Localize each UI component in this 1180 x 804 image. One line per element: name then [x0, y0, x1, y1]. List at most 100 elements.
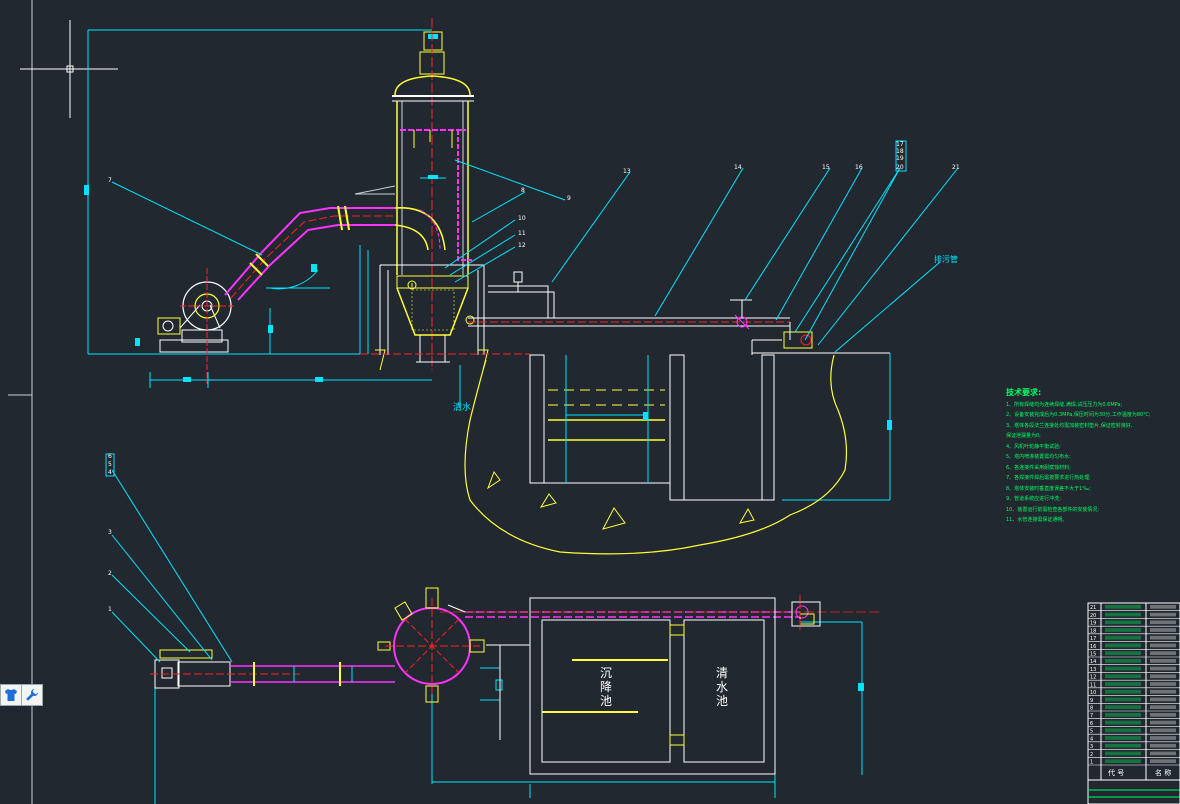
shirt-icon — [5, 689, 17, 701]
title-block-row-code — [1105, 751, 1141, 756]
part-number-1: 1 — [108, 606, 112, 613]
part-number-10: 10 — [518, 215, 526, 222]
title-block-row-code — [1105, 643, 1141, 648]
theme-shirt-icon[interactable] — [0, 684, 22, 706]
title-block-row-name — [1150, 751, 1176, 756]
title-block-row-name — [1150, 605, 1176, 609]
note-line-10: 9、管道系统应进行冲洗; — [1006, 495, 1061, 502]
title-block-row-number: 19 — [1090, 621, 1096, 627]
part-number-18: 18 — [896, 148, 904, 155]
plan-view — [105, 453, 880, 804]
svg-text:沉: 沉 — [600, 666, 612, 680]
title-block-row-name — [1150, 643, 1176, 648]
title-block-row-name — [1150, 759, 1176, 763]
note-line-8: 7、各焊接件焊后需按要求进行热处理; — [1006, 474, 1091, 481]
title-block-row-name — [1150, 612, 1176, 617]
title-block-row-name — [1150, 682, 1176, 686]
title-block-row-code — [1105, 689, 1141, 694]
title-block-row-name — [1150, 666, 1176, 671]
title-block-row-name — [1150, 705, 1176, 709]
title-block-row-number: 17 — [1090, 636, 1096, 642]
part-number-6: 6 — [108, 453, 112, 460]
title-block-row-number: 7 — [1090, 713, 1093, 719]
part-number-21: 21 — [952, 164, 960, 171]
title-block-row-number: 21 — [1090, 605, 1096, 611]
part-number-19: 19 — [896, 155, 904, 162]
note-line-6: 5、塔内喷淋装置需均匀布水; — [1006, 453, 1071, 460]
technical-notes: 技术要求: 1、所有焊缝均为连续焊缝,满焊,试压压力为0.6MPa; 2、设备安… — [1006, 387, 1151, 523]
title-block-row-number: 16 — [1090, 644, 1096, 650]
title-block-row-number: 5 — [1090, 729, 1093, 735]
title-block-row-code — [1105, 674, 1141, 679]
note-line-3: 3、塔体各段法兰连接处均需加装密封垫片,保证密封良好, — [1006, 422, 1133, 429]
part-number-14: 14 — [734, 164, 742, 171]
title-block-row-code — [1105, 651, 1141, 655]
title-block-row-name — [1150, 697, 1176, 702]
clear-water-basin-label: 清 水 池 — [716, 666, 728, 708]
title-block-row-number: 11 — [1090, 682, 1096, 688]
title-block-row-code — [1105, 659, 1141, 663]
part-number-15: 15 — [822, 164, 830, 171]
part-number-12: 12 — [518, 242, 526, 249]
title-block-row-name — [1150, 651, 1176, 655]
note-line-11: 10、装置运行前需检查各部件的安装情况; — [1006, 506, 1099, 513]
title-block-row-code — [1105, 705, 1141, 709]
title-block-row-name — [1150, 620, 1176, 625]
basin-wall-left — [529, 354, 545, 484]
svg-text:降: 降 — [600, 680, 612, 694]
title-block-row-number: 4 — [1090, 736, 1093, 742]
outlet-pipe-label: 排污管 — [934, 254, 958, 264]
title-block-row-name — [1150, 635, 1176, 640]
wrench-icon — [26, 689, 38, 701]
part-number-11: 11 — [518, 230, 526, 237]
part-number-5: 5 — [108, 461, 112, 468]
title-block-row-code — [1105, 628, 1141, 632]
title-block-header-name: 名 称 — [1155, 768, 1171, 777]
elevation-view — [84, 18, 959, 555]
part-number-9: 9 — [567, 195, 571, 202]
notes-title: 技术要求: — [1006, 387, 1041, 397]
title-block-row-code — [1105, 736, 1141, 740]
title-block-row-number: 10 — [1090, 690, 1096, 696]
basin-wall-right — [761, 354, 775, 501]
title-block-row-code — [1105, 666, 1141, 671]
title-block-row-code — [1105, 620, 1141, 625]
title-block-row-number: 18 — [1090, 628, 1096, 634]
title-block-row-code — [1105, 605, 1141, 609]
title-block-row-code — [1105, 759, 1141, 763]
crosshair-cursor — [20, 20, 118, 118]
part-number-13: 13 — [623, 168, 631, 175]
title-block-row-code — [1105, 635, 1141, 640]
note-line-5: 4、风机叶轮静平衡试验; — [1006, 443, 1061, 450]
title-block-row-number: 6 — [1090, 721, 1093, 727]
svg-text:清: 清 — [716, 666, 728, 680]
water-inlet-label: 清水 — [453, 401, 471, 413]
title-block-row-name — [1150, 713, 1176, 717]
title-block-row-code — [1105, 682, 1141, 686]
note-line-4: 保证泄漏量为0; — [1006, 432, 1041, 439]
svg-text:池: 池 — [600, 694, 612, 708]
note-line-1: 1、所有焊缝均为连续焊缝,满焊,试压压力为0.6MPa; — [1006, 401, 1122, 408]
title-block-row-number: 3 — [1090, 744, 1093, 750]
svg-text:池: 池 — [716, 694, 728, 708]
title-block-row-code — [1105, 697, 1141, 702]
title-block-row-number: 9 — [1090, 698, 1093, 704]
title-block-header-code: 代 号 — [1108, 768, 1124, 777]
tools-wrench-icon[interactable] — [21, 684, 43, 706]
part-number-20: 20 — [896, 164, 904, 171]
note-line-7: 6、各连接件采用耐腐蚀材料; — [1006, 464, 1071, 471]
title-block-row-name — [1150, 628, 1176, 632]
settling-basin-label: 沉 降 池 — [600, 666, 612, 708]
title-block-row-number: 13 — [1090, 667, 1096, 673]
basin-wall-mid — [669, 354, 685, 501]
title-block-row-name — [1150, 720, 1176, 725]
title-block-row-number: 2 — [1090, 752, 1093, 758]
note-line-2: 2、设备安装完成后为0.3MPa,保压时间为30分,工作温度为80℃; — [1006, 411, 1151, 418]
title-block-row-number: 15 — [1090, 652, 1096, 658]
part-number-17: 17 — [896, 141, 904, 148]
title-block-row-code — [1105, 612, 1141, 617]
svg-text:水: 水 — [716, 680, 728, 694]
